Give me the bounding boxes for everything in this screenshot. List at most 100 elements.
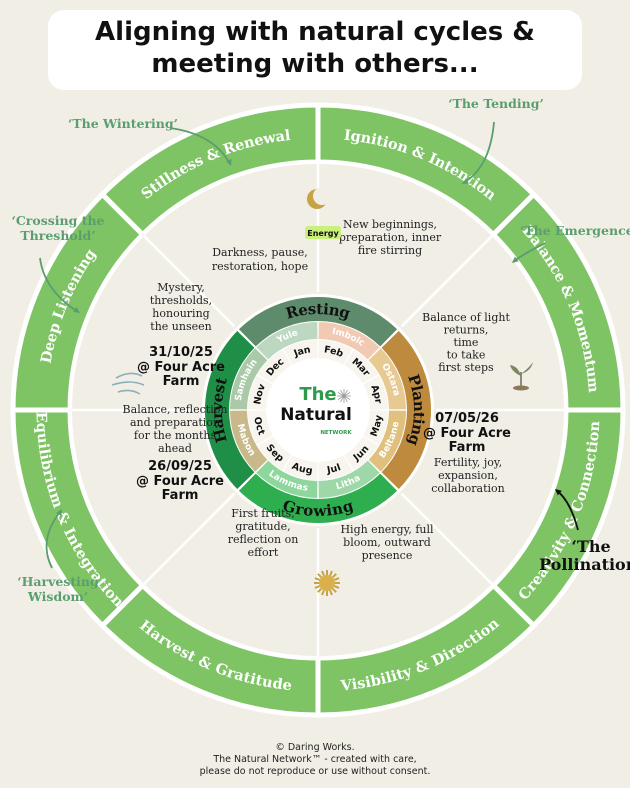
phase-label: ‘The Wintering’ — [68, 116, 178, 131]
title-box — [48, 10, 582, 90]
sector-description: collaboration — [431, 482, 505, 495]
sun-ray — [331, 573, 337, 579]
event-date: 07/05/26 — [435, 411, 499, 426]
center-title: The — [299, 384, 336, 405]
sun-ray — [314, 577, 320, 581]
moon-icon — [307, 187, 331, 209]
sun-ray — [331, 587, 337, 593]
phase-label: ‘The Wintering’ — [68, 116, 178, 131]
wind-stroke — [115, 372, 143, 379]
festival-segment — [256, 322, 318, 360]
sector-description: fire stirring — [358, 244, 422, 257]
arrow-icon — [169, 127, 231, 165]
sun-ray — [321, 590, 325, 596]
sector-description: honouring — [152, 307, 209, 320]
season-segment — [238, 297, 398, 347]
season-label: Growing — [281, 496, 356, 520]
sector-description: Mystery, — [157, 281, 205, 294]
wind-stroke — [117, 389, 141, 395]
sector-description: Darkness, pause, — [212, 246, 308, 259]
center-subtitle: NETWORK — [320, 430, 352, 436]
phase-label: ‘ThePollination’ — [539, 537, 630, 574]
event-date: 31/10/25 — [149, 345, 213, 360]
sun-disc — [319, 575, 335, 591]
phase-label: ‘The Emergence’ — [520, 223, 630, 238]
sector-description: restoration, hope — [212, 260, 308, 273]
phase-label: ‘Crossing the — [11, 213, 104, 228]
footer: © Daring Works. The Natural Network™ - c… — [0, 742, 630, 778]
phase-label: ‘Harvesting — [17, 574, 99, 589]
seedling-soil — [513, 385, 529, 391]
sector-description: and preparation — [130, 416, 220, 429]
month-label: Apr — [369, 383, 384, 404]
sun-ray — [314, 585, 320, 589]
seedling-leaf — [510, 365, 521, 376]
month-label: Jul — [325, 462, 342, 476]
season-segment — [238, 473, 398, 523]
sector-description: time — [454, 336, 479, 349]
sector-description: Darkness, pause,restoration, hope — [212, 246, 308, 273]
sector-description: to take — [447, 349, 486, 362]
month-label: Jul — [325, 462, 342, 476]
sector-description: New beginnings, — [343, 218, 437, 231]
energy-badge-label: Energy — [307, 229, 339, 238]
month-segment — [344, 436, 379, 471]
season-label: Harvest — [208, 375, 231, 445]
festival-segment — [368, 348, 406, 410]
festival-segment — [230, 410, 268, 472]
dandelion-seed — [343, 395, 348, 403]
festival-segment — [256, 460, 318, 498]
month-segment — [363, 375, 388, 410]
event-place: Farm — [162, 488, 199, 503]
sector-description: for the months — [134, 429, 217, 442]
sector-description: Balance of light — [422, 311, 510, 324]
arrow-icon — [225, 159, 232, 166]
segment-divider — [141, 233, 236, 328]
dandelion-seed — [340, 395, 345, 403]
arrow-icon — [39, 257, 79, 313]
sun-ray — [317, 587, 323, 593]
sector-description: preparation, inner — [339, 231, 442, 244]
festival-segment — [230, 348, 268, 410]
month-segment — [363, 410, 388, 445]
dandelion-seed — [337, 395, 345, 400]
festival-segment — [318, 322, 380, 360]
month-label: Jan — [291, 344, 311, 359]
phase-label: Wisdom’ — [27, 589, 88, 604]
month-segment — [257, 436, 292, 471]
center-circle — [268, 360, 368, 460]
month-segment — [344, 349, 379, 384]
footer-line: The Natural Network™ - created with care… — [213, 754, 417, 765]
event-place: @ Four Acre — [137, 360, 225, 375]
sector-description: High energy, full — [340, 523, 434, 536]
phase-label: Threshold’ — [20, 228, 95, 243]
sun-ray — [334, 585, 340, 589]
event-place: @ Four Acre — [423, 426, 511, 441]
dandelion-seed — [343, 395, 351, 400]
month-label: Jan — [291, 344, 311, 359]
seedling-icon — [510, 362, 533, 391]
season-segment — [381, 330, 431, 490]
sector-description: Fertility, joy, — [434, 456, 502, 469]
footer-line: © Daring Works. — [275, 742, 355, 753]
sector-description: the unseen — [150, 320, 211, 333]
event-place: @ Four Acre — [136, 474, 224, 489]
phase-label: ‘The — [571, 537, 610, 556]
sector-description: reflection on — [228, 533, 299, 546]
phase-label: ‘The Emergence’ — [520, 223, 630, 238]
dandelion-seed — [343, 389, 348, 397]
dandelion-seed — [340, 389, 345, 397]
festival-segment — [368, 410, 406, 472]
month-segment — [283, 340, 318, 365]
segment-divider — [141, 492, 236, 587]
event-place: Farm — [449, 440, 486, 455]
season-label: Harvest — [208, 375, 231, 445]
dandelion-icon — [337, 389, 351, 403]
sector-description: effort — [248, 546, 279, 559]
